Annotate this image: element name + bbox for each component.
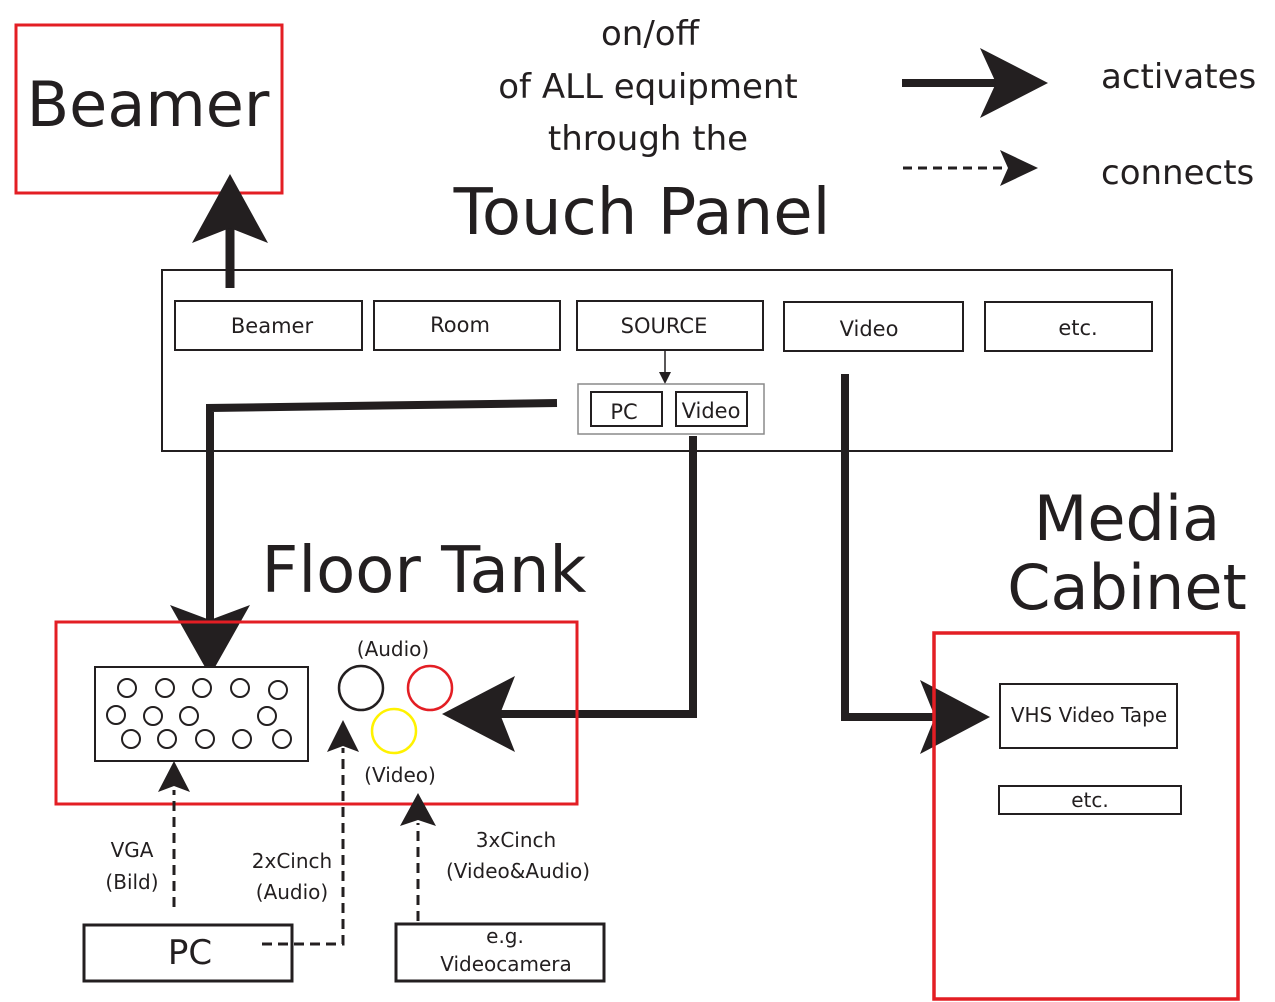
media-cabinet-box xyxy=(932,631,1240,1001)
panel-button-beamer-label: Beamer xyxy=(231,314,314,338)
vga-label-2: (Bild) xyxy=(105,870,158,894)
videocamera-label-1: e.g. xyxy=(486,924,524,948)
videocamera-label-2: Videocamera xyxy=(440,952,572,976)
cinch2-label-1: 2xCinch xyxy=(252,849,332,873)
legend-solid-arrowhead xyxy=(980,48,1048,118)
arrow-video-to-cinch-head xyxy=(442,676,515,752)
media-cabinet-title-2: Cabinet xyxy=(1007,551,1247,624)
pc-device-label: PC xyxy=(168,933,212,973)
arrow-pc-to-vga xyxy=(206,399,558,620)
audio-cinch-cable-head xyxy=(327,720,359,752)
audio-port-label: (Audio) xyxy=(357,637,429,661)
floor-tank-box xyxy=(54,620,579,806)
header-line-3: through the xyxy=(548,119,748,159)
pc-device xyxy=(82,923,294,983)
touch-panel xyxy=(161,269,1173,452)
cabinet-item-vhs xyxy=(999,683,1178,749)
cabinet-item-etc-label: etc. xyxy=(1071,788,1109,812)
beamer-label: Beamer xyxy=(27,68,270,141)
vga-label-1: VGA xyxy=(111,838,154,862)
beamer-box xyxy=(14,23,284,195)
panel-button-source[interactable] xyxy=(576,300,764,351)
vga-cable-head xyxy=(158,761,190,792)
arrow-video-to-cabinet xyxy=(841,374,935,721)
audio-port-left xyxy=(337,664,385,712)
vga-connector xyxy=(94,666,309,762)
legend-activates-label: activates xyxy=(1101,57,1256,97)
legend-connects-label: connects xyxy=(1101,153,1254,193)
floor-tank-title: Floor Tank xyxy=(262,534,587,608)
panel-button-source-label: SOURCE xyxy=(621,314,708,338)
video-port xyxy=(370,707,418,755)
touch-panel-title: Touch Panel xyxy=(453,176,831,250)
arrow-video-to-cabinet-head xyxy=(920,680,990,754)
video-port-label: (Video) xyxy=(364,763,436,787)
cinch2-label-2: (Audio) xyxy=(256,880,328,904)
video-cinch-cable-head xyxy=(400,793,436,826)
panel-button-video-label: Video xyxy=(840,317,899,341)
source-submenu-arrowhead xyxy=(659,372,671,384)
media-cabinet-title-1: Media xyxy=(1034,482,1220,555)
panel-button-etc-label: etc. xyxy=(1058,316,1097,340)
legend-dashed-arrowhead xyxy=(1000,150,1038,186)
panel-button-etc[interactable] xyxy=(984,301,1153,352)
arrow-video-to-cinch xyxy=(496,436,697,718)
audio-cinch-cable xyxy=(262,748,345,946)
header-line-2: of ALL equipment xyxy=(498,67,798,107)
source-option-pc[interactable] xyxy=(590,391,663,427)
panel-button-room[interactable] xyxy=(373,300,561,351)
cabinet-item-etc xyxy=(998,785,1182,815)
panel-button-room-label: Room xyxy=(430,313,490,337)
header-line-1: on/off xyxy=(601,14,701,54)
source-option-pc-label: PC xyxy=(610,400,637,424)
cabinet-item-vhs-label: VHS Video Tape xyxy=(1011,703,1167,727)
source-option-video[interactable] xyxy=(675,391,748,427)
source-option-video-label: Video xyxy=(682,399,741,423)
videocamera-device xyxy=(394,922,606,983)
cinch3-label-2: (Video&Audio) xyxy=(446,859,590,883)
cinch3-label-1: 3xCinch xyxy=(476,828,556,852)
panel-button-video[interactable] xyxy=(783,301,964,352)
arrow-panel-to-beamer-head xyxy=(192,174,268,243)
panel-button-beamer[interactable] xyxy=(174,300,363,351)
legend: activates connects xyxy=(902,48,1256,193)
audio-port-right xyxy=(406,664,454,712)
